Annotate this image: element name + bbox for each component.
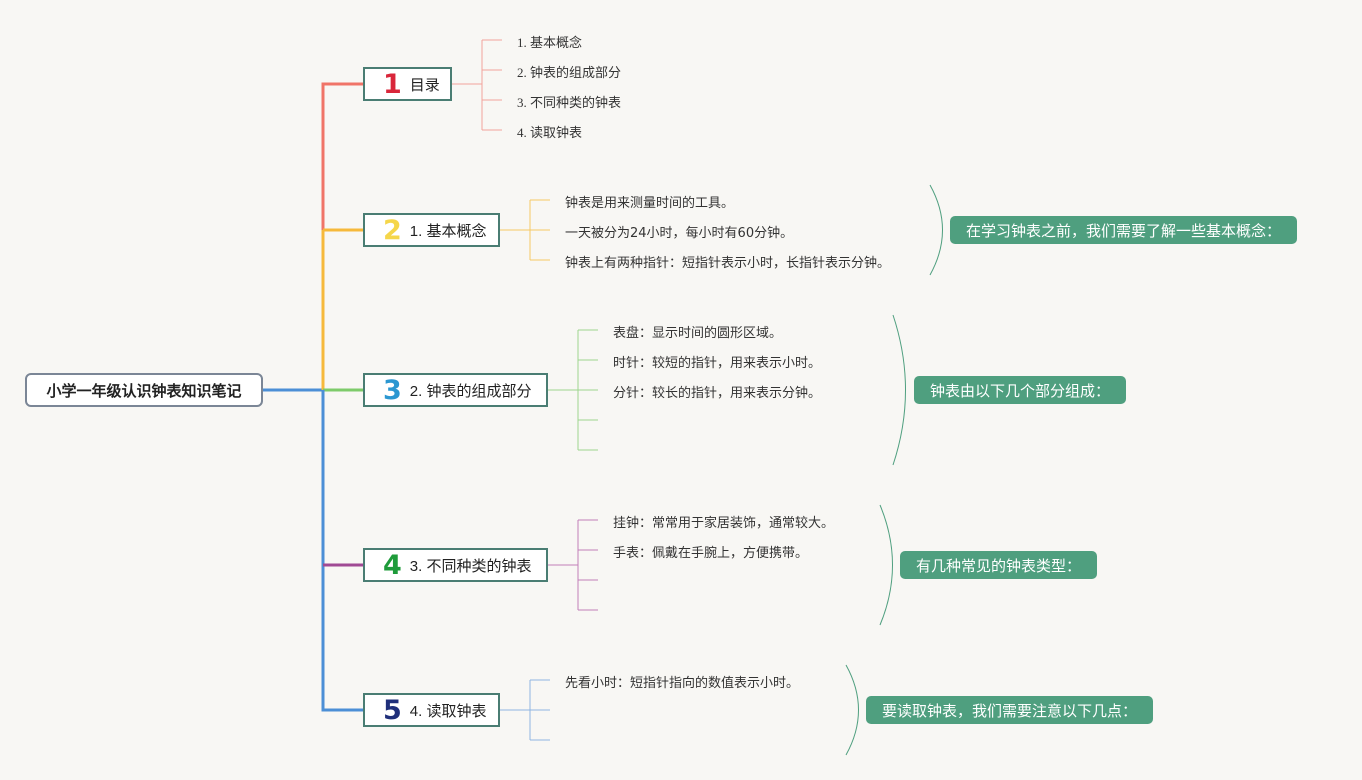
branch-2-summary-note[interactable]: 在学习钟表之前，我们需要了解一些基本概念： [950,216,1298,244]
branch-1-item-3[interactable]: 3. 不同种类的钟表 [517,95,622,110]
number-1-icon: 1 [383,68,402,100]
branch-5-topic[interactable]: 5 4. 读取钟表 [363,693,500,727]
branch-5-summary-note[interactable]: 要读取钟表，我们需要注意以下几点： [866,696,1154,724]
root-title: 小学一年级认识钟表知识笔记 [46,382,242,400]
branch-3-label: 2. 钟表的组成部分 [409,382,532,400]
branch-2-item-3[interactable]: 钟表上有两种指针：短指针表示小时，长指针表示分钟。 [565,256,891,271]
branch-5-summary-brace [845,664,859,756]
branch-1-connector [321,82,363,390]
branch-1-item-1[interactable]: 1. 基本概念 [517,35,583,50]
branch-4-topic[interactable]: 4 3. 不同种类的钟表 [363,548,548,582]
branch-3-item-1[interactable]: 表盘：显示时间的圆形区域。 [613,326,783,341]
root-topic[interactable]: 小学一年级认识钟表知识笔记 [25,373,263,407]
branch-5-label: 4. 读取钟表 [409,702,487,720]
branch-2-leaf-lines [500,199,550,261]
branch-2-summary-brace [929,184,943,276]
branch-2-item-1[interactable]: 钟表是用来测量时间的工具。 [565,196,735,211]
number-4-icon: 4 [383,549,402,581]
branch-5-connector [321,390,363,712]
branch-3-summary-note[interactable]: 钟表由以下几个部分组成： [914,376,1127,404]
branch-2-topic[interactable]: 2 1. 基本概念 [363,213,500,247]
branch-1-label: 目录 [409,76,440,94]
branch-4-item-1[interactable]: 挂钟：常常用于家居装饰，通常较大。 [613,516,835,531]
branch-1-topic[interactable]: 1 目录 [363,67,452,101]
branch-1-leaf-lines [452,39,502,131]
branch-4-leaf-lines [548,519,598,611]
branch-1-item-4[interactable]: 4. 读取钟表 [517,125,583,140]
branch-1-item-2[interactable]: 2. 钟表的组成部分 [517,65,622,80]
branch-3-leaf-lines [548,329,598,451]
branch-5-leaf-lines [500,679,550,741]
number-2-icon: 2 [383,214,402,246]
branch-2-item-2[interactable]: 一天被分为24小时，每小时有60分钟。 [565,226,794,241]
branch-3-topic[interactable]: 3 2. 钟表的组成部分 [363,373,548,407]
branch-3-summary-brace [892,314,906,466]
number-3-icon: 3 [383,374,402,406]
branch-4-summary-note[interactable]: 有几种常见的钟表类型： [900,551,1098,579]
branch-4-label: 3. 不同种类的钟表 [409,557,532,575]
branch-3-item-3[interactable]: 分针：较长的指针，用来表示分钟。 [613,386,822,401]
branch-4-item-2[interactable]: 手表：佩戴在手腕上，方便携带。 [613,546,809,561]
branch-2-label: 1. 基本概念 [409,222,487,240]
number-5-icon: 5 [383,694,402,726]
branch-4-summary-brace [879,504,893,626]
branch-3-item-2[interactable]: 时针：较短的指针，用来表示小时。 [613,356,822,371]
branch-5-item-1[interactable]: 先看小时：短指针指向的数值表示小时。 [565,676,800,691]
